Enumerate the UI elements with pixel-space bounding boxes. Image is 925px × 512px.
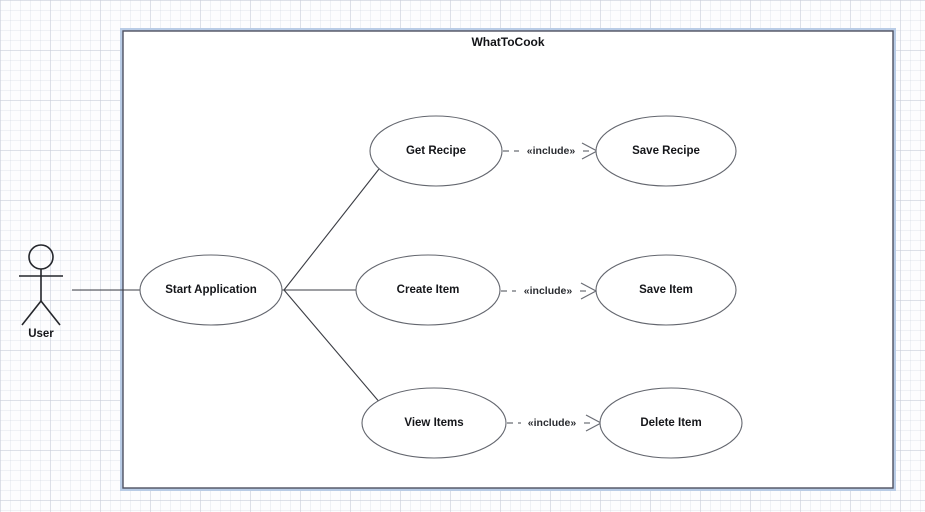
use-case-label: View Items xyxy=(404,417,463,429)
actor-user[interactable]: User xyxy=(19,244,63,340)
use-case-label: Save Recipe xyxy=(632,145,700,157)
include-get-recipe-to-save-recipe[interactable]: «include» xyxy=(503,142,599,160)
use-case-delete-item[interactable]: Delete Item xyxy=(599,387,743,459)
use-case-shape xyxy=(595,254,737,326)
use-case-save-item[interactable]: Save Item xyxy=(595,254,737,326)
association-start-to-get-recipe[interactable] xyxy=(283,168,380,291)
use-case-shape xyxy=(139,254,283,326)
use-case-label: Delete Item xyxy=(640,417,701,429)
use-case-label: Get Recipe xyxy=(406,145,466,157)
include-create-item-to-save-item[interactable]: «include» xyxy=(501,282,598,300)
include-stereotype-label: «include» xyxy=(528,417,577,429)
system-boundary[interactable]: WhatToCook xyxy=(120,28,896,491)
use-case-label: Save Item xyxy=(639,284,693,296)
use-case-get-recipe[interactable]: Get Recipe xyxy=(369,115,503,187)
system-boundary-title: WhatToCook xyxy=(471,35,544,49)
actor-leg-right xyxy=(40,300,61,326)
use-case-create-item[interactable]: Create Item xyxy=(355,254,501,326)
use-case-view-items[interactable]: View Items xyxy=(361,387,507,459)
use-case-shape xyxy=(355,254,501,326)
use-case-shape xyxy=(599,387,743,459)
use-case-label: Start Application xyxy=(165,284,257,296)
use-case-shape xyxy=(361,387,507,459)
use-case-save-recipe[interactable]: Save Recipe xyxy=(595,115,737,187)
actor-head xyxy=(28,244,54,270)
system-boundary-border xyxy=(122,30,894,489)
use-case-label: Create Item xyxy=(397,284,460,296)
use-case-shape xyxy=(369,115,503,187)
stick-figure-actor-icon xyxy=(19,244,63,326)
actor-leg-left xyxy=(21,300,42,326)
use-case-start-application[interactable]: Start Application xyxy=(139,254,283,326)
association-lines xyxy=(72,168,382,405)
include-stereotype-label: «include» xyxy=(524,285,573,297)
actor-label: User xyxy=(28,328,54,340)
include-view-items-to-delete-item[interactable]: «include» xyxy=(507,414,603,432)
use-case-shape xyxy=(595,115,737,187)
include-stereotype-label: «include» xyxy=(527,145,576,157)
association-start-to-view-items[interactable] xyxy=(283,289,382,405)
